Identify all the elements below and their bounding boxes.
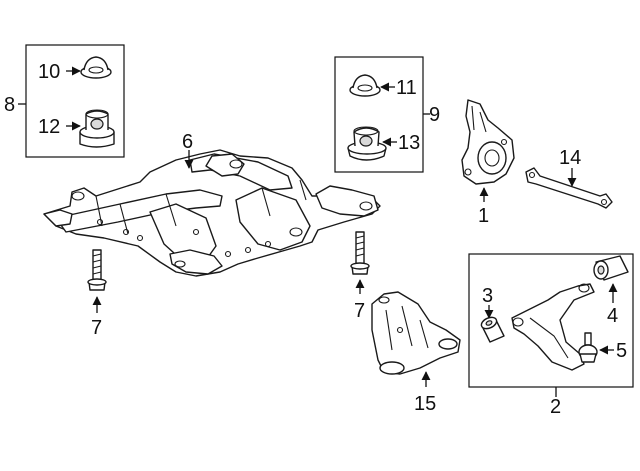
callout-3[interactable]: 3 xyxy=(482,285,493,307)
ball-joint-5[interactable] xyxy=(578,332,598,363)
callout-8[interactable]: 8 xyxy=(4,94,15,116)
bushing-4[interactable] xyxy=(593,255,629,281)
group-box-8 xyxy=(25,44,125,158)
callout-5[interactable]: 5 xyxy=(616,340,627,362)
group-box-2 xyxy=(468,253,634,388)
steering-knuckle-1[interactable] xyxy=(461,99,515,185)
callout-9[interactable]: 9 xyxy=(429,104,440,126)
callout-14[interactable]: 14 xyxy=(559,147,581,169)
bushing-cap-10[interactable] xyxy=(80,56,112,79)
bushing-cap-11[interactable] xyxy=(349,74,381,97)
bolt-7-left[interactable] xyxy=(87,249,107,291)
callout-12[interactable]: 12 xyxy=(38,116,60,138)
lower-control-arm[interactable] xyxy=(511,283,595,371)
front-subframe-6[interactable] xyxy=(43,149,381,277)
brace-bar-14[interactable] xyxy=(525,167,613,209)
bushing-3[interactable] xyxy=(480,315,505,343)
callout-6[interactable]: 6 xyxy=(182,131,193,153)
callout-11[interactable]: 11 xyxy=(396,77,417,99)
callout-4[interactable]: 4 xyxy=(607,305,618,327)
callout-15[interactable]: 15 xyxy=(414,393,436,415)
bolt-7-right[interactable] xyxy=(350,231,370,275)
mount-bushing-13[interactable] xyxy=(347,126,387,161)
callout-2[interactable]: 2 xyxy=(550,396,561,418)
mount-bushing-12[interactable] xyxy=(79,109,115,148)
callout-1[interactable]: 1 xyxy=(478,205,489,227)
callout-10[interactable]: 10 xyxy=(38,61,60,83)
callout-7-left[interactable]: 7 xyxy=(91,317,102,339)
callout-13[interactable]: 13 xyxy=(398,132,420,154)
callout-7-right[interactable]: 7 xyxy=(354,300,365,322)
mount-bracket-15[interactable] xyxy=(371,291,461,375)
